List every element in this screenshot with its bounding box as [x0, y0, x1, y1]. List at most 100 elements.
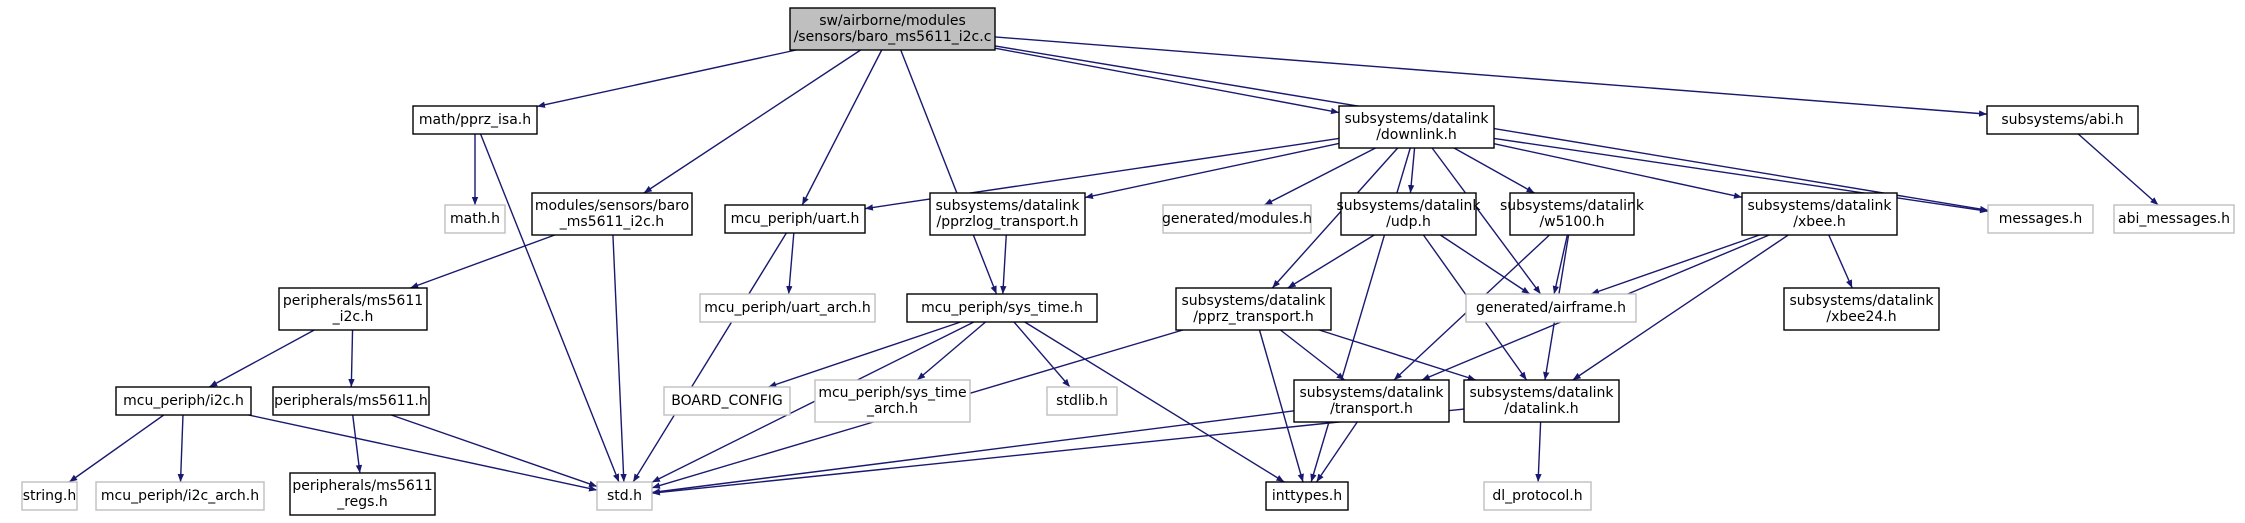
edge-baro_h-to-ms5611_i2c	[410, 234, 555, 289]
node-std-label-0: std.h	[607, 488, 642, 504]
node-downlink[interactable]: subsystems/datalink/downlink.h	[1338, 105, 1495, 149]
node-inttypes[interactable]: inttypes.h	[1265, 481, 1349, 511]
edge-udp-to-airframe	[1439, 234, 1531, 295]
node-i2c_arch-box	[95, 481, 265, 511]
edge-ms5611-to-std	[391, 414, 598, 488]
node-xbee24-label-0: subsystems/datalink	[1790, 293, 1935, 309]
node-ms5611-label-0: peripherals/ms5611.h	[274, 393, 428, 409]
node-pprz_transport[interactable]: subsystems/datalink/pprz_transport.h	[1175, 287, 1332, 331]
node-pprz_transport-label-1: /pprz_transport.h	[1193, 309, 1314, 325]
node-xbee24-box	[1783, 287, 1940, 331]
node-ms5611_regs[interactable]: peripherals/ms5611_regs.h	[289, 472, 436, 516]
edge-downlink-to-messages	[1493, 137, 1989, 214]
node-stdlib: stdlib.h	[1046, 386, 1118, 416]
node-board_config: BOARD_CONFIG	[663, 386, 791, 416]
node-messages: messages.h	[1987, 204, 2094, 234]
node-uart[interactable]: mcu_periph/uart.h	[724, 204, 866, 234]
edge-transport-to-std	[651, 410, 1295, 495]
edge-pprz_transport-to-inttypes	[1258, 329, 1304, 483]
edge-root-to-baro_h	[643, 49, 862, 194]
node-pprz_isa[interactable]: math/pprz_isa.h	[412, 105, 538, 135]
edge-downlink-to-airframe	[1431, 147, 1542, 295]
node-inttypes-box	[1265, 481, 1349, 511]
node-dl_protocol-label-0: dl_protocol.h	[1492, 488, 1582, 504]
node-pprz_isa-label-0: math/pprz_isa.h	[419, 112, 531, 128]
node-xbee-label-0: subsystems/datalink	[1748, 198, 1893, 214]
node-i2c-label-0: mcu_periph/i2c.h	[123, 393, 244, 409]
edge-xbee-to-airframe	[1590, 234, 1760, 295]
edge-root-to-sys_time	[900, 49, 998, 295]
edge-sys_time-to-std	[651, 321, 975, 483]
edge-sys_time-to-stdlib	[1013, 321, 1071, 388]
node-stdlib-box	[1046, 386, 1118, 416]
node-abi_messages-box	[2113, 204, 2235, 234]
edge-sys_time-to-sys_time_arch	[916, 321, 986, 381]
edge-xbee-to-xbee24	[1828, 234, 1853, 289]
node-udp-label-0: subsystems/datalink	[1337, 198, 1482, 214]
node-udp-label-1: /udp.h	[1386, 214, 1431, 230]
node-datalink-label-1: /datalink.h	[1504, 401, 1578, 417]
edge-abi-to-abi_messages	[2077, 133, 2159, 206]
node-udp-box	[1340, 192, 1477, 236]
node-datalink[interactable]: subsystems/datalink/datalink.h	[1463, 379, 1620, 423]
edge-ms5611_i2c-to-i2c	[208, 329, 315, 388]
edge-datalink-to-dl_protocol	[1535, 421, 1542, 483]
node-transport[interactable]: subsystems/datalink/transport.h	[1293, 379, 1450, 423]
node-string: string.h	[21, 481, 78, 511]
node-transport-label-1: /transport.h	[1330, 401, 1413, 417]
node-i2c_arch: mcu_periph/i2c_arch.h	[95, 481, 265, 511]
node-stdlib-label-0: stdlib.h	[1056, 393, 1108, 409]
node-board_config-label-0: BOARD_CONFIG	[671, 393, 783, 409]
node-sys_time[interactable]: mcu_periph/sys_time.h	[906, 293, 1098, 323]
dependency-edges	[68, 36, 2159, 496]
edge-udp-to-pprz_transport	[1287, 234, 1375, 289]
node-string-box	[21, 481, 78, 511]
node-modules-label-0: generated/modules.h	[1162, 211, 1312, 227]
node-ms5611_i2c[interactable]: peripherals/ms5611_i2c.h	[278, 287, 428, 331]
node-ms5611[interactable]: peripherals/ms5611.h	[272, 386, 430, 416]
edge-i2c-to-string	[68, 414, 165, 483]
node-transport-box	[1293, 379, 1450, 423]
node-messages-box	[1987, 204, 2094, 234]
node-baro_h[interactable]: modules/sensors/baro_ms5611_i2c.h	[531, 192, 693, 236]
edge-downlink-to-pprzlog	[1084, 142, 1340, 199]
node-math: math.h	[444, 204, 506, 234]
node-modules: generated/modules.h	[1162, 204, 1312, 234]
edge-downlink-to-modules	[1264, 147, 1376, 206]
node-pprzlog[interactable]: subsystems/datalink/pprzlog_transport.h	[929, 192, 1086, 236]
node-uart-box	[724, 204, 866, 234]
node-datalink-box	[1463, 379, 1620, 423]
edge-downlink-to-inttypes	[1310, 147, 1411, 483]
node-ms5611-box	[272, 386, 430, 416]
node-sys_time-label-0: mcu_periph/sys_time.h	[921, 300, 1083, 316]
node-inttypes-label-0: inttypes.h	[1272, 488, 1342, 504]
edge-xbee-to-datalink	[1572, 234, 1789, 381]
node-math-box	[444, 204, 506, 234]
edge-transport-to-inttypes	[1315, 421, 1358, 483]
node-string-label-0: string.h	[23, 488, 77, 504]
node-datalink-label-0: subsystems/datalink	[1470, 385, 1615, 401]
node-uart_arch-label-0: mcu_periph/uart_arch.h	[704, 300, 870, 316]
node-xbee24[interactable]: subsystems/datalink/xbee24.h	[1783, 287, 1940, 331]
edge-root-to-abi	[994, 36, 1988, 117]
node-abi[interactable]: subsystems/abi.h	[1986, 105, 2139, 135]
node-root-box	[789, 7, 996, 51]
edge-ms5611_i2c-to-ms5611	[348, 329, 355, 388]
node-xbee[interactable]: subsystems/datalink/xbee.h	[1741, 192, 1898, 236]
edge-uart-to-uart_arch	[786, 232, 795, 295]
node-ms5611_regs-label-1: _regs.h	[336, 494, 388, 510]
node-root[interactable]: sw/airborne/modules/sensors/baro_ms5611_…	[789, 7, 996, 51]
node-w5100[interactable]: subsystems/datalink/w5100.h	[1500, 192, 1645, 236]
node-messages-label-0: messages.h	[1999, 211, 2083, 227]
node-board_config-box	[663, 386, 791, 416]
node-ms5611_regs-label-0: peripherals/ms5611	[292, 478, 432, 494]
edge-root-to-pprz_isa	[536, 49, 797, 108]
node-abi_messages: abi_messages.h	[2113, 204, 2235, 234]
node-pprzlog-label-1: /pprzlog_transport.h	[937, 214, 1079, 230]
node-udp[interactable]: subsystems/datalink/udp.h	[1337, 192, 1482, 236]
node-downlink-label-0: subsystems/datalink	[1345, 111, 1490, 127]
node-i2c[interactable]: mcu_periph/i2c.h	[115, 386, 252, 416]
node-sys_time_arch-label-0: mcu_periph/sys_time	[818, 385, 966, 401]
node-abi_messages-label-0: abi_messages.h	[2118, 211, 2230, 227]
